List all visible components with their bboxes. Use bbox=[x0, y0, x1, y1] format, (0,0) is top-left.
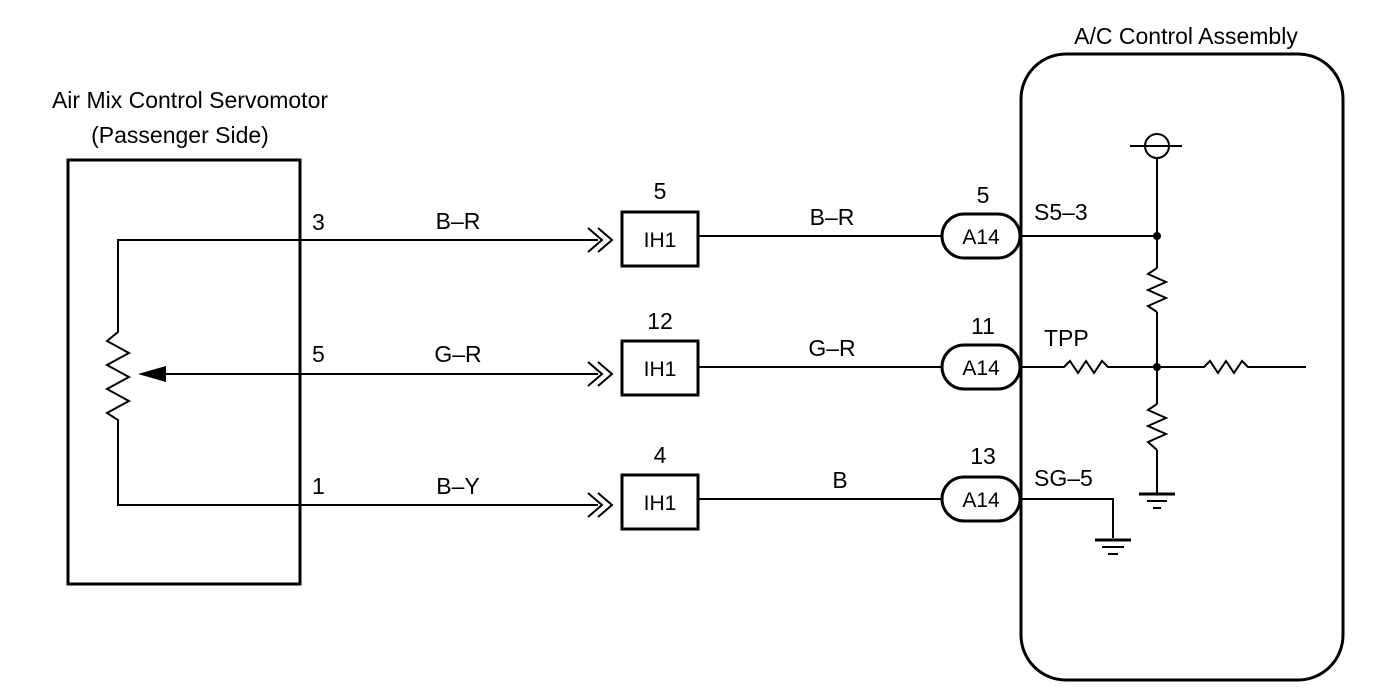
servomotor-subtitle: (Passenger Side) bbox=[91, 122, 269, 148]
servo-pin-5: 5 bbox=[312, 341, 325, 367]
ground-icon bbox=[1139, 492, 1175, 509]
connector-pin: 4 bbox=[654, 442, 667, 468]
resistor-icon bbox=[1145, 267, 1169, 313]
connector-label: IH1 bbox=[644, 358, 677, 381]
servomotor-box bbox=[66, 158, 302, 586]
plug-chevron-icon bbox=[587, 492, 604, 518]
signal-tpp: TPP bbox=[1044, 325, 1089, 351]
wire-color-bot-left: B–Y bbox=[436, 473, 479, 499]
connector-pin: 11 bbox=[971, 313, 995, 339]
wire-color-mid-right: G–R bbox=[808, 335, 855, 361]
signal-s5-3: S5–3 bbox=[1034, 199, 1088, 225]
connector-a14-mid: A14 11 bbox=[940, 313, 1022, 391]
plug-chevron-icon bbox=[597, 492, 614, 518]
assembly-title: A/C Control Assembly bbox=[1074, 23, 1298, 49]
servo-pin-1: 1 bbox=[312, 473, 325, 499]
wire-color-top-left: B–R bbox=[436, 208, 481, 234]
resistor-icon bbox=[1020, 359, 1157, 375]
wire-color-mid-left: G–R bbox=[434, 341, 481, 367]
connector-ih1-mid: IH1 12 bbox=[620, 308, 700, 397]
wire-color-bot-right: B bbox=[832, 467, 847, 493]
connector-label: A14 bbox=[962, 226, 1000, 249]
plug-chevron-icon bbox=[587, 361, 604, 387]
connector-a14-bot: A14 13 bbox=[940, 443, 1022, 523]
plug-chevron-icon bbox=[587, 227, 604, 253]
wire-color-top-right: B–R bbox=[810, 204, 855, 230]
ground-icon bbox=[1095, 538, 1131, 555]
resistor-icon bbox=[1157, 359, 1306, 375]
connector-label: A14 bbox=[962, 357, 1000, 380]
connector-pin: 13 bbox=[970, 443, 996, 469]
connector-label: A14 bbox=[962, 489, 1000, 512]
servomotor-title: Air Mix Control Servomotor bbox=[52, 87, 328, 113]
internal-wire bbox=[1020, 498, 1114, 538]
connector-label: IH1 bbox=[644, 492, 677, 515]
resistor-icon bbox=[1145, 403, 1169, 451]
connector-pin: 12 bbox=[647, 308, 673, 334]
connector-a14-top: A14 5 bbox=[940, 182, 1022, 260]
junction-dot bbox=[1153, 232, 1161, 240]
wiper-arrow-icon bbox=[138, 366, 166, 382]
connector-label: IH1 bbox=[644, 229, 677, 252]
potentiometer-symbol bbox=[104, 239, 300, 506]
plug-chevron-icon bbox=[597, 361, 614, 387]
connector-pin: 5 bbox=[654, 178, 667, 204]
servo-pin-3: 3 bbox=[312, 209, 325, 235]
connector-pin: 5 bbox=[977, 182, 990, 208]
supply-circle-icon bbox=[1130, 133, 1182, 159]
plug-chevron-icon bbox=[597, 227, 614, 253]
connector-ih1-top: IH1 5 bbox=[620, 178, 700, 268]
signal-sg-5: SG–5 bbox=[1034, 465, 1093, 491]
connector-ih1-bot: IH1 4 bbox=[620, 442, 700, 531]
